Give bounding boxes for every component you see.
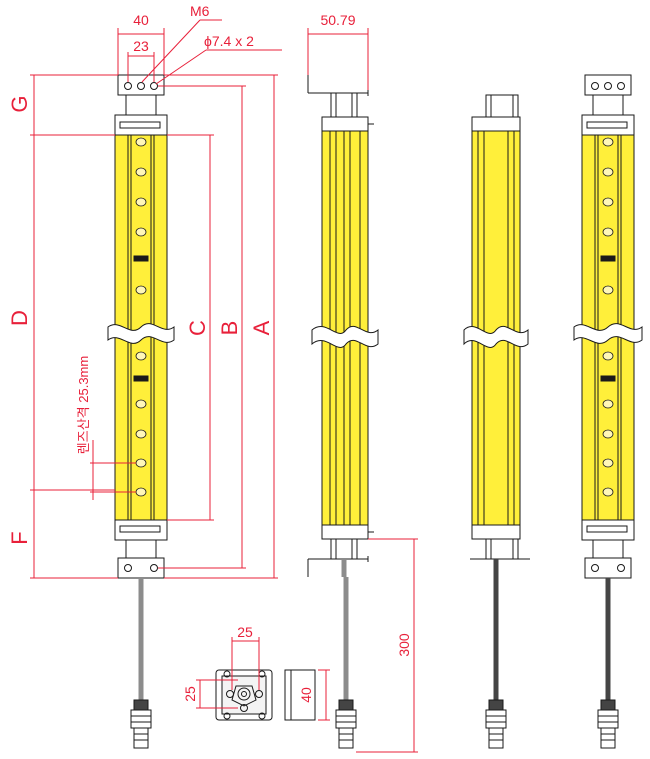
dim-thread-m6: M6: [190, 3, 210, 19]
side-view-dimensions: 50.79 300: [307, 12, 418, 753]
dim-width-40: 40: [133, 12, 149, 28]
dim-depth-50-79: 50.79: [320, 12, 355, 28]
side-view: [307, 75, 379, 749]
rear-view: [463, 94, 530, 749]
dim-bracket-25-side: 25: [182, 686, 198, 702]
dim-label-b: B: [217, 321, 242, 336]
dim-bracket-40: 40: [298, 687, 314, 703]
dim-bracket-25-top: 25: [237, 624, 253, 640]
dim-label-c: C: [185, 320, 210, 336]
dim-label-a: A: [249, 320, 274, 335]
dim-label-f: F: [7, 531, 32, 544]
bracket-detail-dimensions: 25 25 40: [182, 624, 330, 721]
dim-hole-phi: ϕ7.4 x 2: [204, 33, 254, 49]
dim-inner-23: 23: [133, 38, 149, 54]
dim-label-d: D: [7, 310, 32, 326]
front-view: [107, 74, 175, 749]
dim-label-g: G: [7, 95, 32, 112]
dim-cable-300: 300: [396, 633, 412, 657]
front-view-dimensions: 40 23 M6 ϕ7.4 x 2 G D F C: [7, 3, 282, 579]
front-view-plain: [573, 74, 643, 749]
dim-lens-pitch: 렌즈산격 25.3mm: [76, 356, 91, 454]
